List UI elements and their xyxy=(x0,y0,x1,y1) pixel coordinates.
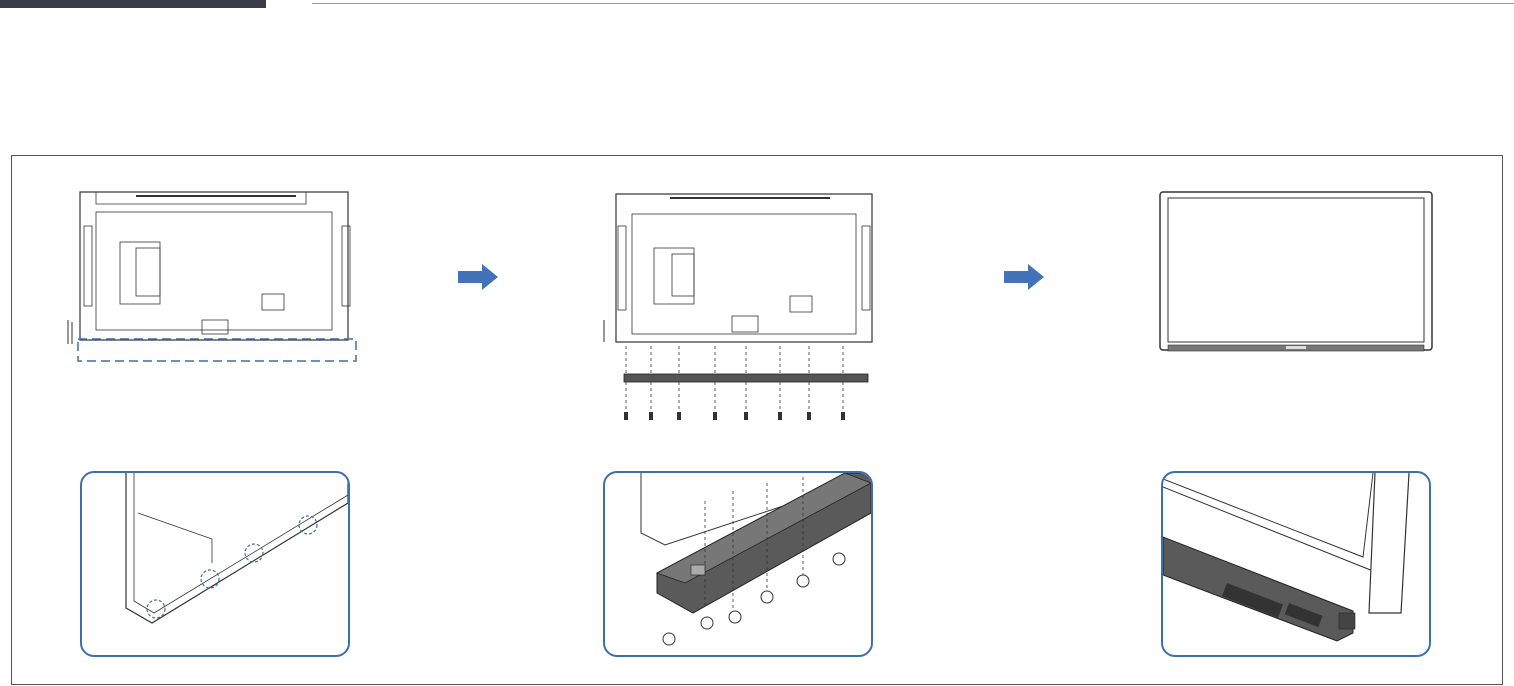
step-3-front-view xyxy=(1156,190,1446,360)
arrow-right-icon xyxy=(1004,264,1044,295)
step-1-back-view xyxy=(56,186,366,366)
arrow-right-icon xyxy=(458,264,498,295)
detail-attached-bar xyxy=(1161,471,1431,657)
step-2-attach-bar xyxy=(590,186,880,426)
header-bar xyxy=(0,0,266,8)
detail-screwing-bar xyxy=(603,471,873,657)
detail-screw-holes xyxy=(80,471,350,657)
header-rule xyxy=(312,3,1514,4)
